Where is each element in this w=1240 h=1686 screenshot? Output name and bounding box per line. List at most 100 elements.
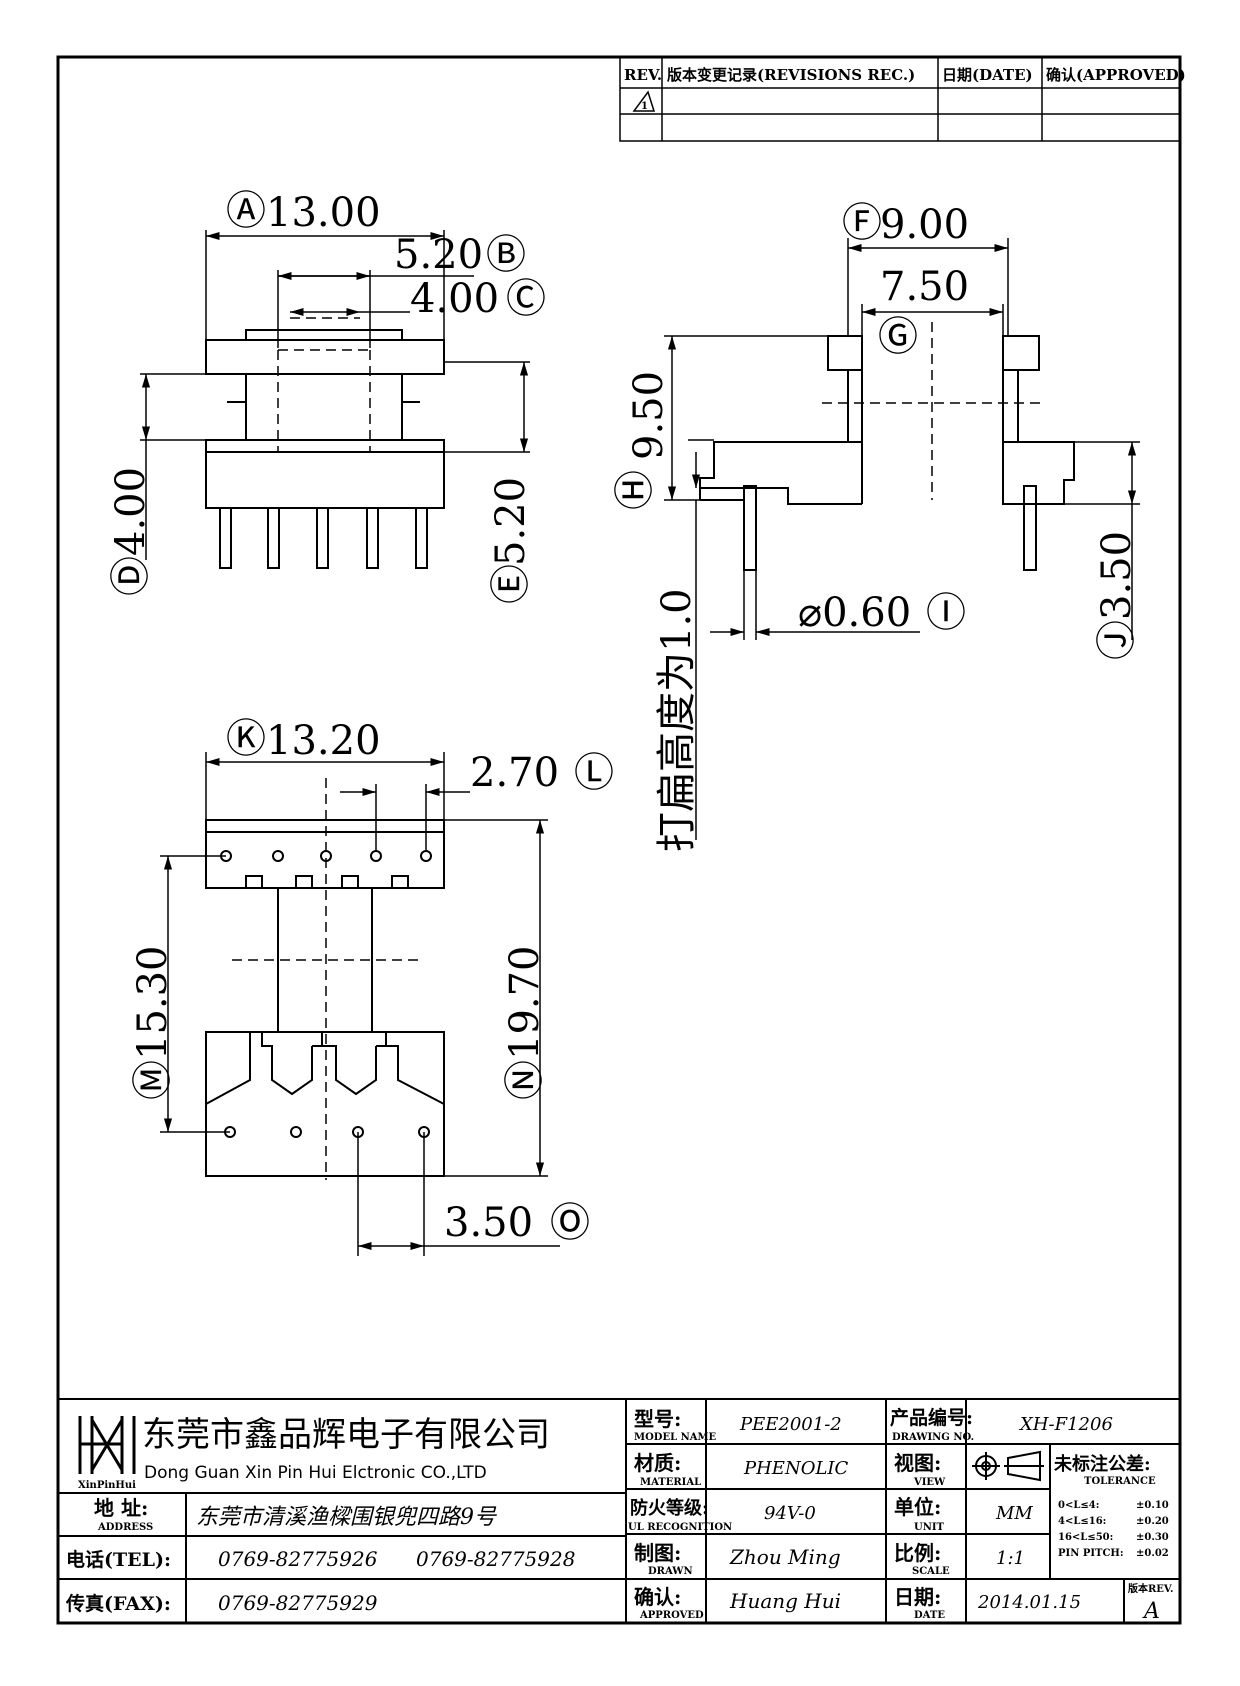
dim-c-value: 4.00 xyxy=(410,276,499,322)
dim-l-label: Ⓛ xyxy=(574,750,614,796)
tel-2: 0769-82775928 xyxy=(416,1547,575,1571)
model-label-en: MODEL NAME xyxy=(634,1432,717,1443)
drawing-no-label-en: DRAWING NO. xyxy=(892,1432,974,1443)
material-label: 材质: xyxy=(634,1451,681,1475)
rev-label: 版本REV. xyxy=(1128,1582,1173,1595)
side-view xyxy=(699,335,1075,571)
dim-d-label: Ⓓ xyxy=(108,556,154,596)
dim-k-value: 13.20 xyxy=(266,718,381,764)
dim-a-label: Ⓐ xyxy=(226,188,266,234)
tolerance-value-4: ±0.02 xyxy=(1136,1548,1169,1559)
dim-b-label: Ⓑ xyxy=(486,232,526,278)
drawn-label: 制图: xyxy=(634,1541,681,1565)
revisions-header: 版本变更记录(REVISIONS REC.) xyxy=(667,66,915,84)
flatten-height-note: 打扁高度为1.0 xyxy=(654,588,700,852)
material-value: PHENOLIC xyxy=(743,1458,849,1479)
scale-label: 比例: xyxy=(894,1541,941,1565)
drawn-label-en: DRAWN xyxy=(648,1566,693,1577)
view-label: 视图: xyxy=(894,1451,941,1475)
projection-symbol-icon xyxy=(972,1450,1044,1482)
dim-h-value: 9.50 xyxy=(626,371,672,460)
title-block-grid xyxy=(57,1398,1181,1624)
dim-f-label: Ⓕ xyxy=(842,200,882,246)
dim-h-label: Ⓗ xyxy=(612,470,658,510)
bottom-view-centerlines xyxy=(232,778,420,1180)
view-label-en: VIEW xyxy=(913,1477,946,1488)
rev-header: REV. xyxy=(624,66,662,84)
dim-j-value: 3.50 xyxy=(1094,531,1140,620)
flame-label: 防火等级: xyxy=(630,1497,709,1519)
tolerance-range-2: 4<L≤16: xyxy=(1058,1516,1106,1527)
dim-c-label: Ⓒ xyxy=(506,276,546,322)
dim-i-value: ⌀0.60 xyxy=(798,590,911,636)
date-value: 2014.01.15 xyxy=(977,1592,1081,1613)
dim-a-value: 13.00 xyxy=(266,190,381,236)
company-logo xyxy=(78,1416,136,1474)
dim-e-value: 5.20 xyxy=(488,477,534,566)
dim-j-label: Ⓙ xyxy=(1094,620,1140,660)
dim-i-label: Ⓘ xyxy=(926,590,966,636)
rev-mark: 1 xyxy=(641,101,648,112)
dim-f-value: 9.00 xyxy=(880,202,969,248)
address-label-en: ADDRESS xyxy=(97,1522,153,1533)
dim-e-label: Ⓔ xyxy=(488,564,534,604)
tolerance-label-en: TOLERANCE xyxy=(1084,1476,1156,1487)
tolerance-range-1: 0<L≤4: xyxy=(1058,1500,1099,1511)
dim-l-value: 2.70 xyxy=(470,750,559,796)
flame-label-en: UL RECOGNITION xyxy=(628,1522,732,1533)
approved-label: 确认: xyxy=(634,1585,681,1609)
rev-date-header: 日期(DATE) xyxy=(942,66,1033,84)
dim-m-value: 15.30 xyxy=(130,945,176,1060)
unit-label-en: UNIT xyxy=(914,1522,945,1533)
model-label: 型号: xyxy=(634,1407,681,1431)
fax-label: 传真(FAX): xyxy=(65,1592,171,1615)
tolerance-value-3: ±0.30 xyxy=(1136,1532,1169,1543)
model-value: PEE2001-2 xyxy=(739,1414,842,1435)
company-name-cn: 东莞市鑫品辉电子有限公司 xyxy=(142,1415,550,1455)
dim-m-label: Ⓜ xyxy=(130,1060,176,1100)
side-view-centerlines xyxy=(822,322,1044,500)
tolerance-value-1: ±0.10 xyxy=(1136,1500,1169,1511)
dim-k-label: Ⓚ xyxy=(226,716,266,762)
material-label-en: MATERIAL xyxy=(640,1477,701,1488)
drawn-value: Zhou Ming xyxy=(729,1545,841,1569)
dim-g-value: 7.50 xyxy=(880,264,969,310)
fax-value: 0769-82775929 xyxy=(218,1591,378,1615)
dim-d-value: 4.00 xyxy=(108,467,154,556)
rev-approved-header: 确认(APPROVED) xyxy=(1046,66,1186,84)
dim-b-value: 5.20 xyxy=(394,232,483,278)
logo-caption: XinPinHui xyxy=(78,1480,136,1491)
tolerance-range-4: PIN PITCH: xyxy=(1058,1548,1124,1559)
drawing-no-label: 产品编号: xyxy=(890,1406,973,1429)
address-label: 地 址: xyxy=(94,1496,148,1520)
company-name-en: Dong Guan Xin Pin Hui Elctronic CO.,LTD xyxy=(144,1463,487,1483)
approved-value: Huang Hui xyxy=(729,1589,841,1613)
tel-label: 电话(TEL): xyxy=(66,1548,171,1571)
unit-value: MM xyxy=(995,1503,1033,1524)
top-view-hidden-lines xyxy=(277,317,371,452)
dim-o-label: Ⓞ xyxy=(550,1200,590,1246)
sheet-border xyxy=(56,55,1182,1625)
tolerance-range-3: 16<L≤50: xyxy=(1058,1532,1113,1543)
top-view xyxy=(205,329,445,569)
dim-o-value: 3.50 xyxy=(444,1200,533,1246)
rev-value: A xyxy=(1142,1599,1160,1624)
side-view-dimensions xyxy=(664,238,1140,840)
date-label-en: DATE xyxy=(914,1610,945,1621)
top-view-dimensions xyxy=(140,230,530,560)
date-label: 日期: xyxy=(894,1585,941,1609)
address-value: 东莞市清溪渔樑围银兜四路9号 xyxy=(196,1505,497,1530)
drawing-no-value: XH-F1206 xyxy=(1018,1414,1113,1435)
tolerance-value-2: ±0.20 xyxy=(1136,1516,1169,1527)
dim-n-value: 19.70 xyxy=(502,945,548,1060)
flame-value: 94V-0 xyxy=(764,1503,816,1524)
unit-label: 单位: xyxy=(894,1495,941,1519)
bottom-view xyxy=(205,819,445,1177)
tel-1: 0769-82775926 xyxy=(218,1547,378,1571)
dim-n-label: Ⓝ xyxy=(502,1060,548,1100)
revision-table xyxy=(619,56,1181,142)
dim-g-label: Ⓖ xyxy=(878,314,918,360)
scale-value: 1:1 xyxy=(996,1548,1025,1569)
